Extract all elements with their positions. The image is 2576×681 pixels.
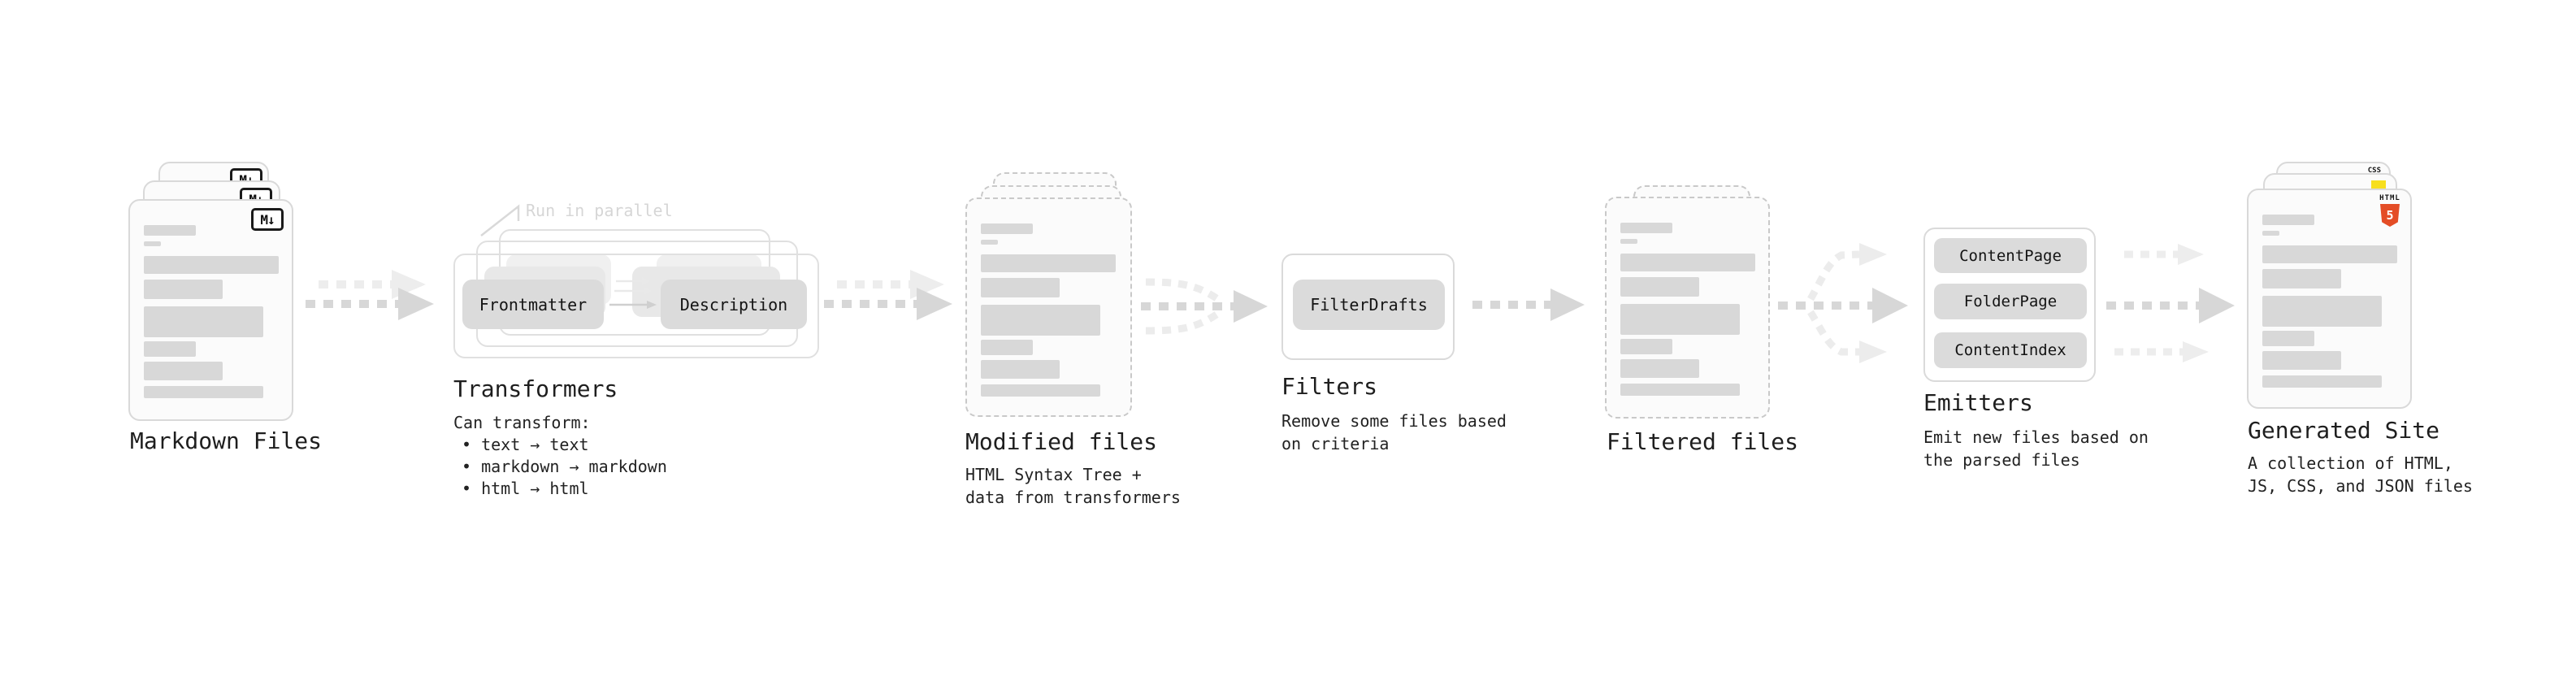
text-line-placeholder: [1620, 239, 1637, 244]
text-line-placeholder: [144, 256, 279, 274]
arrow-markdown-to-transformers: [306, 270, 434, 320]
css-icon: CSS: [2368, 167, 2381, 178]
stage-title-filters: Filters: [1281, 373, 1378, 400]
filtered-file-card-back: [1633, 185, 1750, 283]
transformer-node-ghost: [632, 267, 780, 317]
stage-title-transformers: Transformers: [453, 375, 618, 402]
text-line-placeholder: [981, 360, 1060, 379]
emitters-card: [1923, 228, 2096, 382]
transformer-node-frontmatter: Frontmatter: [462, 280, 604, 329]
html5-icon-number: 5: [2386, 208, 2394, 223]
transformer-node-description: Description: [661, 280, 807, 329]
arrow-filters-to-filtered: [1472, 288, 1585, 321]
stage-title-modified-files: Modified files: [965, 428, 1158, 455]
emitters-description: Emit new files based on the parsed files: [1923, 427, 2149, 470]
text-line-placeholder: [1620, 384, 1740, 396]
modified-file-card-front: [965, 197, 1132, 417]
transformers-description: Can transform: • text → text • markdown …: [453, 412, 667, 500]
emitter-node-contentindex: ContentIndex: [1934, 332, 2087, 368]
text-line-placeholder: [981, 254, 1116, 272]
text-line-placeholder: [2262, 231, 2279, 236]
text-line-placeholder: [981, 340, 1033, 355]
text-line-placeholder: [981, 384, 1100, 397]
text-line-placeholder: [1620, 359, 1699, 378]
markdown-file-card-front: M↓: [128, 199, 293, 421]
markdown-icon: M↓: [240, 188, 272, 210]
text-line-placeholder: [144, 341, 196, 357]
modified-files-description: HTML Syntax Tree + data from transformer…: [965, 465, 1181, 507]
filtered-file-card-front: [1605, 197, 1770, 419]
text-line-placeholder: [981, 240, 998, 245]
text-line-placeholder: [1620, 277, 1699, 297]
emitter-node-folderpage: FolderPage: [1934, 284, 2087, 319]
transformer-layer-back: [499, 229, 770, 336]
modified-file-card-middle: [981, 185, 1121, 283]
transformer-layer-front: [453, 254, 819, 358]
transformers-desc-heading: Can transform:: [453, 413, 591, 432]
emitter-node-contentpage: ContentPage: [1934, 238, 2087, 273]
filters-description: Remove some files based on criteria: [1281, 411, 1507, 453]
stage-title-markdown-files: Markdown Files: [130, 427, 323, 454]
text-line-placeholder: [981, 305, 1100, 336]
transformers-bullet: • html → html: [462, 479, 589, 498]
markdown-icon: M↓: [230, 168, 262, 191]
transformer-layer-middle: [476, 241, 798, 347]
run-in-parallel-callout-line: [480, 204, 520, 236]
text-line-placeholder: [144, 225, 196, 236]
css-icon-label: CSS: [2367, 167, 2381, 175]
file-content-placeholder: [144, 225, 279, 398]
transformer-node-ghost: [657, 254, 761, 305]
arrow-modified-to-filters-merge: [1141, 278, 1268, 335]
text-line-placeholder: [1620, 223, 1672, 233]
text-line-placeholder: [1620, 339, 1672, 354]
filter-node-filterdrafts: FilterDrafts: [1293, 280, 1445, 330]
text-line-placeholder: [144, 386, 263, 398]
file-content-placeholder: [981, 223, 1117, 397]
modified-file-card-back: [993, 172, 1117, 270]
text-line-placeholder: [981, 278, 1060, 297]
html5-icon-label: HTML: [2379, 194, 2400, 202]
stage-title-filtered-files: Filtered files: [1607, 428, 1799, 455]
text-line-placeholder: [981, 223, 1033, 234]
transformers-bullet: • text → text: [462, 435, 589, 454]
text-line-placeholder: [1620, 304, 1740, 335]
html5-icon-shield: 5: [2380, 204, 2400, 227]
transformer-node-ghost: [506, 254, 611, 305]
text-line-placeholder: [2262, 215, 2314, 225]
markdown-file-card-middle: M↓: [143, 180, 280, 278]
text-line-placeholder: [144, 306, 263, 337]
file-content-placeholder: [1620, 223, 1755, 396]
text-line-placeholder: [1620, 254, 1755, 271]
arrow-filtered-to-emitters-diverge: [1778, 243, 1908, 363]
text-line-placeholder: [144, 280, 223, 299]
text-line-placeholder: [144, 241, 161, 246]
arrows-emitters-to-generated: [2106, 244, 2235, 362]
stage-title-emitters: Emitters: [1923, 389, 2033, 416]
stage-title-generated-site: Generated Site: [2248, 417, 2440, 444]
transformers-bullet: • markdown → markdown: [462, 457, 667, 476]
run-in-parallel-note: Run in parallel: [526, 201, 673, 220]
parallel-arrows-icon: [609, 277, 657, 309]
markdown-file-card-back: M↓: [158, 162, 269, 259]
filters-card: [1281, 254, 1455, 360]
generated-site-description: A collection of HTML, JS, CSS, and JSON …: [2248, 453, 2473, 496]
text-line-placeholder: [144, 362, 223, 380]
css-icon-bar: [2367, 176, 2381, 178]
js-icon: [2371, 180, 2386, 190]
transformer-node-ghost: [484, 267, 605, 317]
html5-icon: HTML 5: [2379, 195, 2400, 227]
arrow-transformers-to-modified: [824, 270, 952, 320]
text-line-placeholder: [2262, 375, 2382, 388]
markdown-icon: M↓: [251, 208, 284, 231]
